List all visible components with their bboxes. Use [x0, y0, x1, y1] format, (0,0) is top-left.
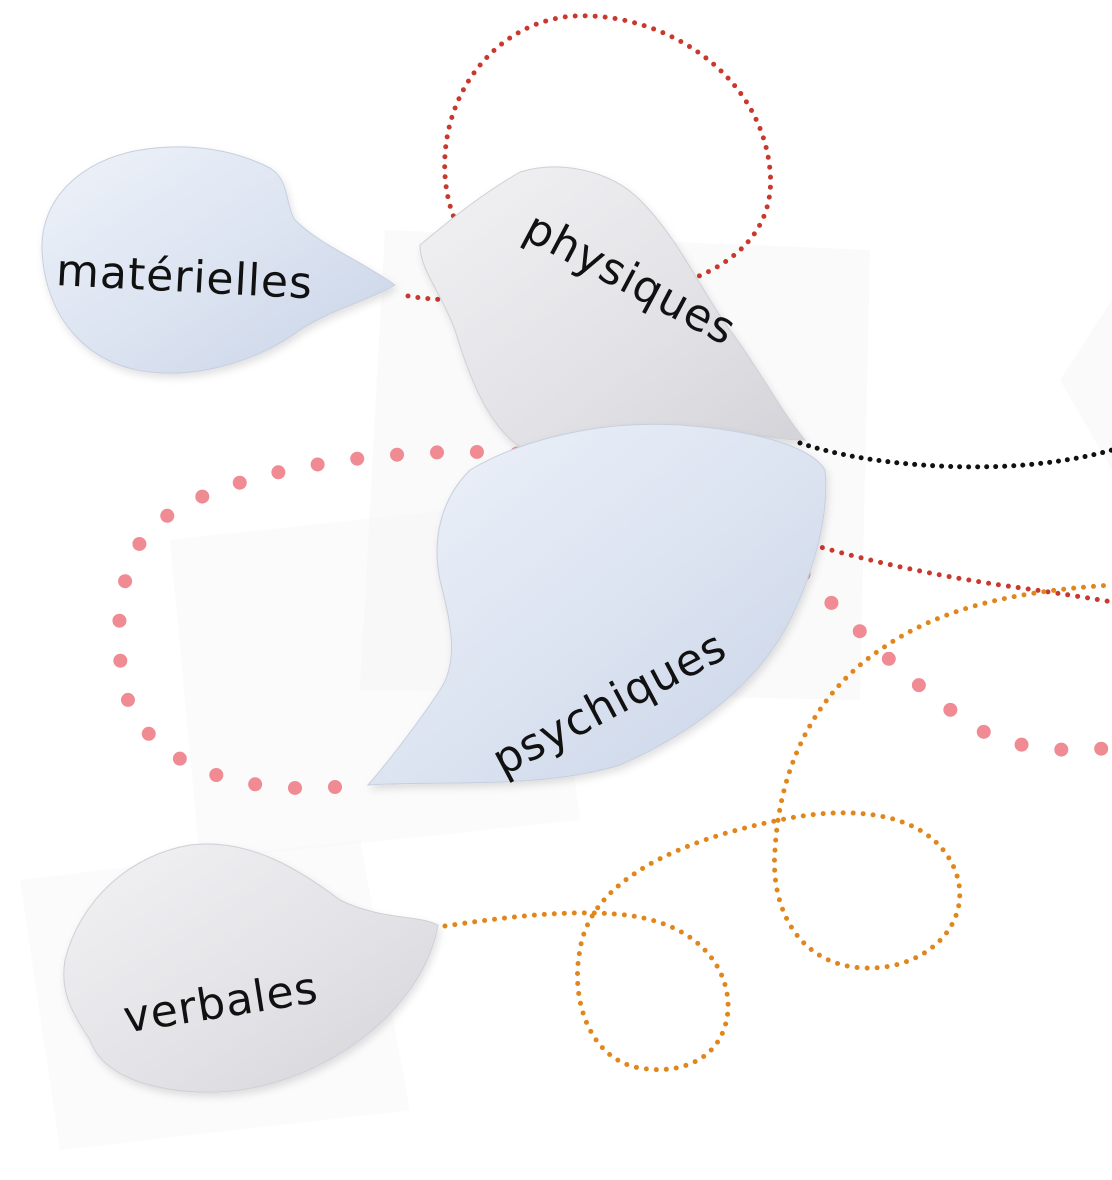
paper-verbales	[63, 843, 439, 1093]
paper-physiques	[419, 166, 807, 454]
orange-dotted-path	[442, 582, 1112, 1073]
black-dotted-line	[797, 440, 1112, 470]
paper-psychiques	[366, 423, 827, 786]
pink-dotted-loop	[112, 444, 1112, 796]
paper-materielles	[41, 146, 396, 374]
